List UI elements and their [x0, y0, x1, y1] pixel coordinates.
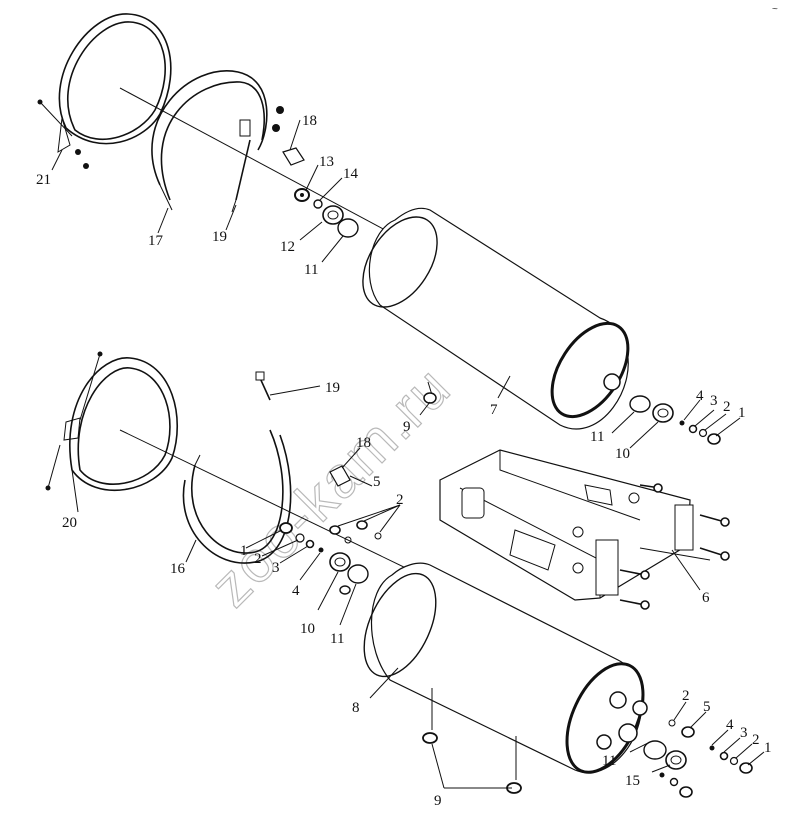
- lower-leaders: [71, 385, 765, 789]
- label-9-upper: 9: [403, 419, 411, 435]
- part-4-lower: [318, 547, 324, 553]
- label-5-lower: 5: [373, 474, 381, 490]
- label-8: 8: [352, 700, 360, 716]
- fitting-5-right: [681, 726, 695, 738]
- label-17: 17: [148, 233, 164, 249]
- bracket-18-lower: [329, 465, 351, 487]
- fitting-5-b: [356, 520, 368, 530]
- o-ring-11-upper: [337, 218, 359, 238]
- o-ring-11-lower-right: [643, 740, 667, 760]
- part-2-lower: [295, 533, 305, 543]
- part-1-right: [739, 762, 753, 774]
- label-2-right-b: 2: [752, 732, 760, 748]
- valve-12: [322, 205, 344, 225]
- label-16: 16: [170, 561, 186, 577]
- air-tank-8: [363, 562, 648, 774]
- washer-2-a: [344, 536, 352, 544]
- fitting-13: [294, 188, 310, 202]
- o-ring-11-right: [629, 395, 651, 413]
- label-11-upper: 11: [304, 262, 318, 278]
- label-7: 7: [490, 402, 498, 418]
- label-1-upper: 1: [738, 405, 746, 421]
- label-19-lower: 19: [325, 380, 340, 396]
- clamp-band-16: [182, 429, 292, 564]
- fitting-lower-c: [339, 585, 351, 595]
- label-3-lower: 3: [272, 560, 280, 576]
- label-2-right-a: 2: [682, 688, 690, 704]
- label-1-right: 1: [764, 740, 772, 756]
- label-4-lower: 4: [292, 583, 300, 599]
- label-9-lower: 9: [434, 793, 442, 809]
- bolt-19-upper: [231, 139, 251, 213]
- label-11-lower-right: 11: [602, 753, 616, 769]
- part-2-right: [729, 756, 739, 766]
- label-12: 12: [280, 239, 295, 255]
- part-3-right: [719, 751, 729, 761]
- label-11-lower: 11: [330, 631, 344, 647]
- upper-leaders: [51, 119, 741, 449]
- lower-assembly: 19 18 5 2 20 16 1 2 3 4 10 11 6 8 9 2 5 …: [45, 351, 772, 809]
- label-15: 15: [625, 773, 640, 789]
- label-18-upper: 18: [302, 113, 317, 129]
- part-1-upper: [707, 433, 721, 445]
- part-1-lower: [279, 522, 293, 534]
- corner-mark: ~: [772, 4, 778, 15]
- label-4-upper: 4: [696, 388, 704, 404]
- part-4-upper: [679, 420, 685, 426]
- label-19-upper: 19: [212, 229, 227, 245]
- label-2-lower: 2: [396, 492, 404, 508]
- washer-2-b: [374, 532, 382, 540]
- label-10-upper: 10: [615, 446, 630, 462]
- air-tank-7: [362, 207, 630, 430]
- part-3-upper: [688, 424, 698, 434]
- valve-10-upper: [652, 403, 674, 423]
- part-lower-dot: [659, 772, 665, 778]
- drain-plug-9-b: [506, 736, 522, 794]
- label-13: 13: [319, 154, 334, 170]
- label-3-right: 3: [740, 725, 748, 741]
- part-lower-ring: [669, 777, 679, 787]
- mounting-bracket-6: [439, 449, 730, 610]
- part-lower-nut: [679, 786, 693, 798]
- nut-upper-1: [276, 106, 284, 114]
- bolt-19-lower: [255, 371, 271, 401]
- part-2-upper: [698, 428, 708, 438]
- part-3-lower: [305, 539, 315, 549]
- nut-upper-2: [272, 124, 280, 132]
- upper-axis-line: [119, 87, 401, 239]
- label-20: 20: [62, 515, 77, 531]
- label-4-right: 4: [726, 717, 734, 733]
- valve-10-lower: [329, 552, 351, 572]
- part-4-right: [709, 745, 715, 751]
- washer-14: [313, 199, 323, 209]
- drain-plug-9-a: [422, 688, 438, 744]
- label-5-right: 5: [703, 699, 711, 715]
- valve-15: [665, 750, 687, 770]
- label-2-upper: 2: [723, 399, 731, 415]
- label-6: 6: [702, 590, 710, 606]
- washer-2-right: [668, 719, 676, 727]
- label-14: 14: [343, 166, 359, 182]
- upper-assembly: 21 17 19 18 13 14 12 11 7 9 11 10 4 3 2 …: [36, 13, 746, 462]
- label-11-right: 11: [590, 429, 604, 445]
- clamp-band-20: [45, 351, 179, 492]
- label-18-lower: 18: [356, 435, 371, 451]
- label-3-upper: 3: [710, 393, 718, 409]
- clamp-band-17: [151, 70, 268, 211]
- label-10-lower: 10: [300, 621, 315, 637]
- label-2-lower-b: 2: [254, 551, 262, 567]
- fitting-5-a: [329, 525, 341, 535]
- o-ring-11-lower: [347, 564, 369, 584]
- lower-axis-line: [119, 429, 411, 571]
- bracket-18-upper: [282, 147, 305, 166]
- label-21: 21: [36, 172, 51, 188]
- label-1-lower: 1: [240, 543, 248, 559]
- clamp-band-21: [37, 13, 172, 169]
